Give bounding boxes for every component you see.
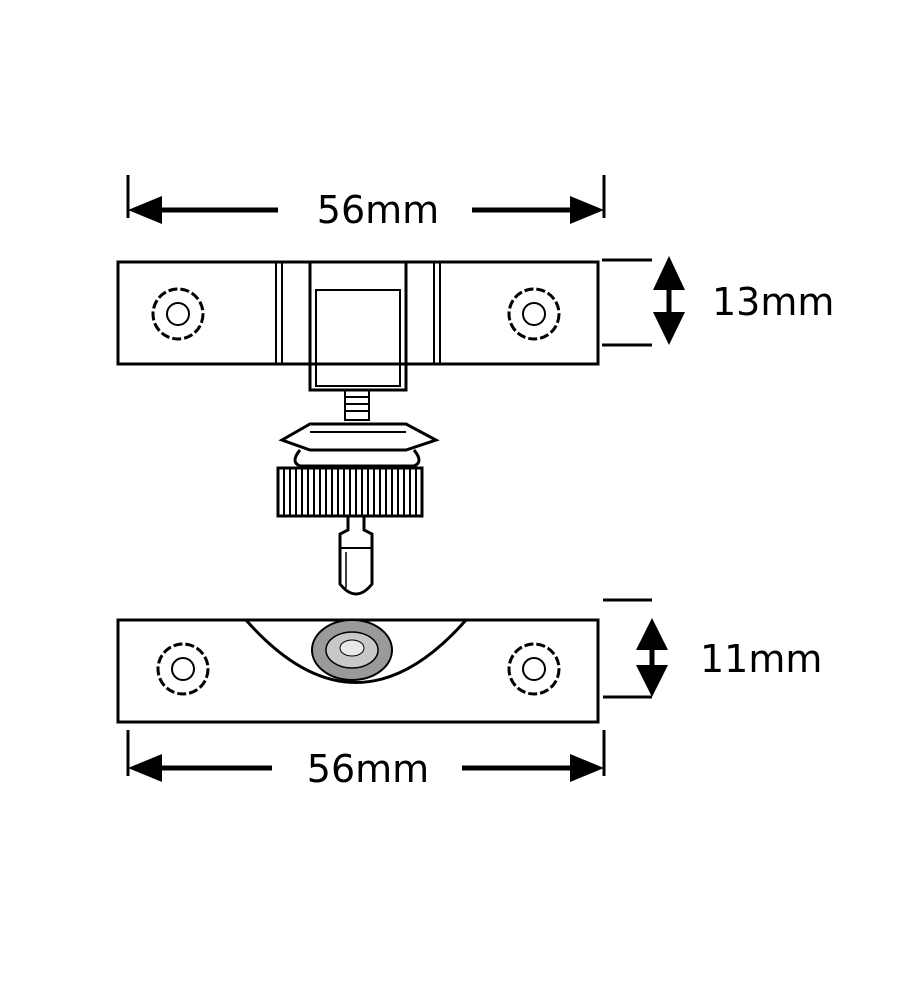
arrow-right-icon [570, 754, 604, 782]
bottom-width-label: 56mm [307, 747, 429, 791]
top-keep-plate [116, 260, 600, 392]
top-height-dimension: 13mm [602, 256, 834, 347]
pin [338, 514, 374, 596]
arrow-left-icon [128, 196, 162, 224]
spindle-assembly [276, 389, 440, 596]
arrow-up-icon [636, 618, 668, 650]
top-width-dimension: 56mm [126, 175, 606, 232]
screw-hole-icon [156, 642, 210, 696]
arrow-up-icon [653, 256, 685, 290]
bottom-plate [116, 618, 600, 724]
arrow-right-icon [570, 196, 604, 224]
knurled-nut [276, 466, 424, 518]
spindle-housing [308, 260, 408, 392]
arrow-down-icon [653, 312, 685, 345]
screw-hole-icon [151, 287, 205, 341]
bottom-width-dimension: 56mm [126, 730, 606, 791]
arrow-down-icon [636, 665, 668, 697]
bottom-height-dimension: 11mm [603, 598, 822, 699]
screw-hole-icon [507, 287, 561, 341]
arrow-left-icon [128, 754, 162, 782]
screw-hole-icon [507, 642, 561, 696]
bottom-height-label: 11mm [700, 637, 822, 681]
top-width-label: 56mm [317, 188, 439, 232]
top-height-label: 13mm [712, 280, 834, 324]
